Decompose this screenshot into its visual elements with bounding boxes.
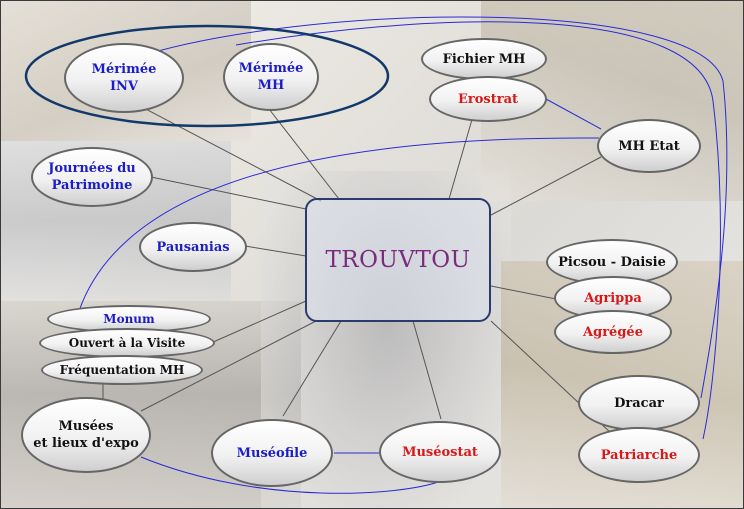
link-merimee-mh-patriarche xyxy=(235,21,721,440)
link-erostrat-mh-etat xyxy=(545,98,602,130)
node-musees[interactable]: Musées et lieux d'expo xyxy=(21,397,151,473)
link-agrippa xyxy=(490,285,557,300)
link-merimee-inv-dracar xyxy=(130,16,728,399)
link-monum-mh-etat xyxy=(78,137,600,312)
hub-label: TROUVTOU xyxy=(325,247,471,273)
link-merimee-inv xyxy=(120,95,322,202)
link-mh-etat xyxy=(490,156,602,216)
link-museofile xyxy=(282,320,342,417)
node-merimee-inv[interactable]: Mérimée INV xyxy=(64,43,184,113)
node-agregee[interactable]: Agrégée xyxy=(554,310,672,354)
node-museostat[interactable]: Muséostat xyxy=(379,421,501,483)
node-merimee-mh[interactable]: Mérimée MH xyxy=(223,43,319,111)
node-museofile[interactable]: Muséofile xyxy=(211,419,333,487)
link-merimee-mh xyxy=(268,108,340,200)
node-dracar[interactable]: Dracar xyxy=(578,375,700,431)
node-patriarche[interactable]: Patriarche xyxy=(578,427,700,483)
hub-trouvtou[interactable]: TROUVTOU xyxy=(305,198,491,322)
link-journees xyxy=(150,176,307,210)
node-frequentation-mh[interactable]: Fréquentation MH xyxy=(41,355,203,385)
link-musees xyxy=(140,320,317,412)
link-erostrat xyxy=(448,115,474,200)
node-pausanias[interactable]: Pausanias xyxy=(139,222,247,272)
link-pausanias xyxy=(244,245,307,257)
link-museostat xyxy=(412,320,442,420)
node-mh-etat[interactable]: MH Etat xyxy=(597,119,701,173)
node-journees[interactable]: Journées du Patrimoine xyxy=(31,147,153,207)
node-erostrat[interactable]: Erostrat xyxy=(429,76,547,122)
link-ouvert xyxy=(210,300,307,344)
merimee-group-ring xyxy=(24,24,390,128)
node-fichier-mh[interactable]: Fichier MH xyxy=(421,38,547,80)
link-musees-museostat xyxy=(140,456,442,494)
node-ouvert-visite[interactable]: Ouvert à la Visite xyxy=(39,328,215,358)
